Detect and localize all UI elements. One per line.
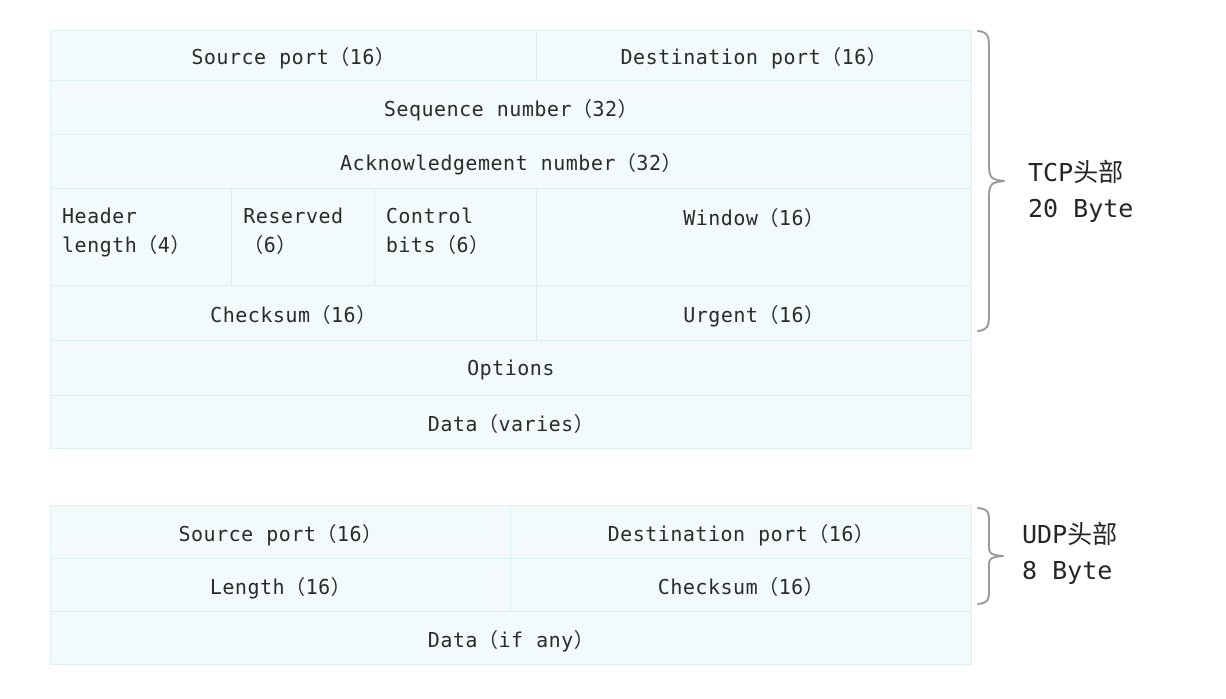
tcp-cell-control-bits: Control bits（6）: [375, 189, 537, 285]
tcp-row-data: Data（varies）: [51, 396, 971, 448]
tcp-row-options: Options: [51, 341, 971, 396]
tcp-brace: [974, 28, 1008, 334]
tcp-cell-urgent: Urgent（16）: [683, 302, 825, 327]
tcp-cell-acknowledgement-number: Acknowledgement number（32）: [340, 151, 682, 175]
tcp-cell-header-length: Header length（4）: [51, 189, 233, 285]
tcp-cell-options: Options: [467, 356, 555, 380]
tcp-cell-window: Window（16）: [683, 206, 825, 230]
tcp-cell-checksum: Checksum（16）: [51, 286, 537, 340]
udp-cell-checksum: Checksum（16）: [657, 574, 825, 599]
udp-row-data: Data（if any）: [51, 612, 971, 664]
udp-row-ports: Source port（16） Destination port（16）: [51, 506, 971, 559]
tcp-annotation-label: TCP头部 20 Byte: [1028, 158, 1134, 224]
tcp-row-ports: Source port（16） Destination port（16）: [51, 31, 971, 81]
tcp-cell-sequence-number: Sequence number（32）: [383, 97, 639, 121]
tcp-cell-reserved: Reserved （6）: [232, 189, 375, 285]
udp-cell-destination-port: Destination port（16）: [607, 521, 875, 546]
udp-cell-source-port: Source port（16）: [51, 506, 511, 558]
udp-brace: [974, 505, 1008, 607]
udp-header-table: Source port（16） Destination port（16） Len…: [50, 505, 972, 665]
udp-row-length-checksum: Length（16） Checksum（16）: [51, 559, 971, 612]
udp-cell-length: Length（16）: [51, 559, 511, 611]
tcp-cell-data: Data（varies）: [427, 411, 595, 436]
tcp-row-sequence-number: Sequence number（32）: [51, 81, 971, 135]
tcp-header-table: Source port（16） Destination port（16） Seq…: [50, 30, 972, 449]
tcp-cell-destination-port: Destination port（16）: [620, 45, 888, 69]
tcp-cell-source-port: Source port（16）: [51, 31, 537, 80]
udp-annotation-label: UDP头部 8 Byte: [1022, 520, 1118, 586]
tcp-row-flags: Header length（4） Reserved （6） Control bi…: [51, 189, 971, 286]
tcp-row-acknowledgement-number: Acknowledgement number（32）: [51, 135, 971, 189]
tcp-row-checksum-urgent: Checksum（16） Urgent（16）: [51, 286, 971, 341]
udp-cell-data: Data（if any）: [427, 627, 595, 652]
